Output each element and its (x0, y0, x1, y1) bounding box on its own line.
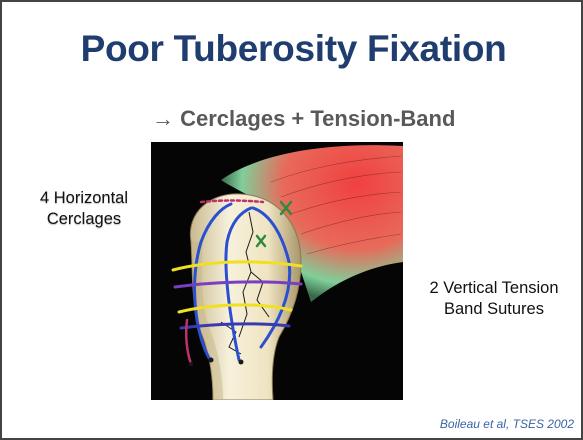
tension-band-label-line-1: 2 Vertical Tension (404, 278, 583, 299)
horizontal-cerclages-label: 4 Horizontal Cerclages (14, 188, 154, 230)
citation: Boileau et al, TSES 2002 (382, 417, 574, 431)
humerus-fixation-illustration (151, 142, 403, 400)
slide-title: Poor Tuberosity Fixation (2, 28, 583, 70)
tension-band-label: 2 Vertical Tension Band Sutures (404, 278, 583, 320)
tension-band-label-line-2: Band Sutures (404, 299, 583, 320)
right-arrow-icon: → (152, 106, 174, 131)
horizontal-cerclages-label-line-2: Cerclages (14, 209, 154, 230)
subtitle-text: Cerclages + Tension-Band (180, 106, 455, 131)
slide-subtitle: → Cerclages + Tension-Band (152, 106, 512, 132)
horizontal-cerclages-label-line-1: 4 Horizontal (14, 188, 154, 209)
